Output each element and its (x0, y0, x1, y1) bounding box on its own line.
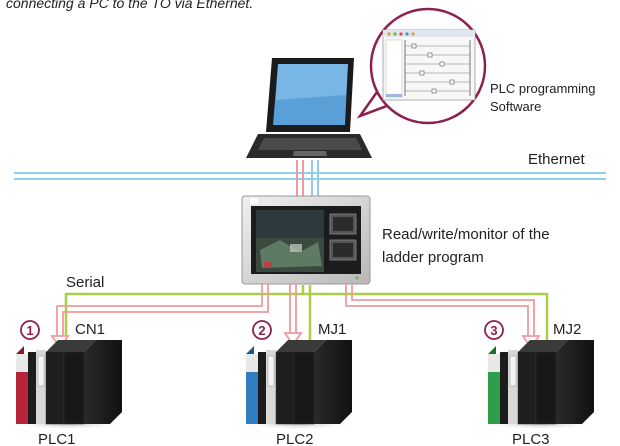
serial-label: Serial (66, 274, 104, 291)
plc1-badge: 1 (20, 320, 40, 340)
plc1-name: PLC1 (38, 431, 76, 446)
hmi-touch-panel-icon (241, 195, 371, 285)
ethernet-label: Ethernet (528, 151, 586, 168)
laptop-icon (246, 58, 372, 158)
software-callout (356, 7, 487, 125)
plc1-group (10, 340, 126, 430)
plc2-number: 2 (258, 323, 265, 338)
plc3-number: 3 (490, 323, 497, 338)
plc1-number: 1 (26, 323, 33, 338)
plc-unit-icon (488, 340, 594, 425)
plc3-badge: 3 (484, 320, 504, 340)
plc3-group (482, 340, 598, 430)
plc2-port: MJ1 (318, 321, 346, 338)
callout-text-1: PLC programming (490, 81, 596, 96)
plc3-port: MJ2 (553, 321, 581, 338)
plc1-port: CN1 (75, 321, 105, 338)
hmi-desc-2: ladder program (382, 249, 484, 266)
serial-line (64, 285, 549, 345)
hmi-desc-1: Read/write/monitor of the (382, 226, 550, 243)
ladder-software-screenshot (382, 29, 476, 101)
laptop-hmi-link (296, 160, 319, 196)
plc2-group (240, 340, 356, 430)
ethernet-bus (14, 172, 606, 180)
plc3-name: PLC3 (512, 431, 550, 446)
header-text: connecting a PC to the TO via Ethernet. (6, 0, 253, 11)
plc-unit-icon (246, 340, 352, 425)
plc-unit-icon (16, 340, 122, 425)
plc2-name: PLC2 (276, 431, 314, 446)
plc2-badge: 2 (252, 320, 272, 340)
callout-text-2: Software (490, 99, 541, 114)
